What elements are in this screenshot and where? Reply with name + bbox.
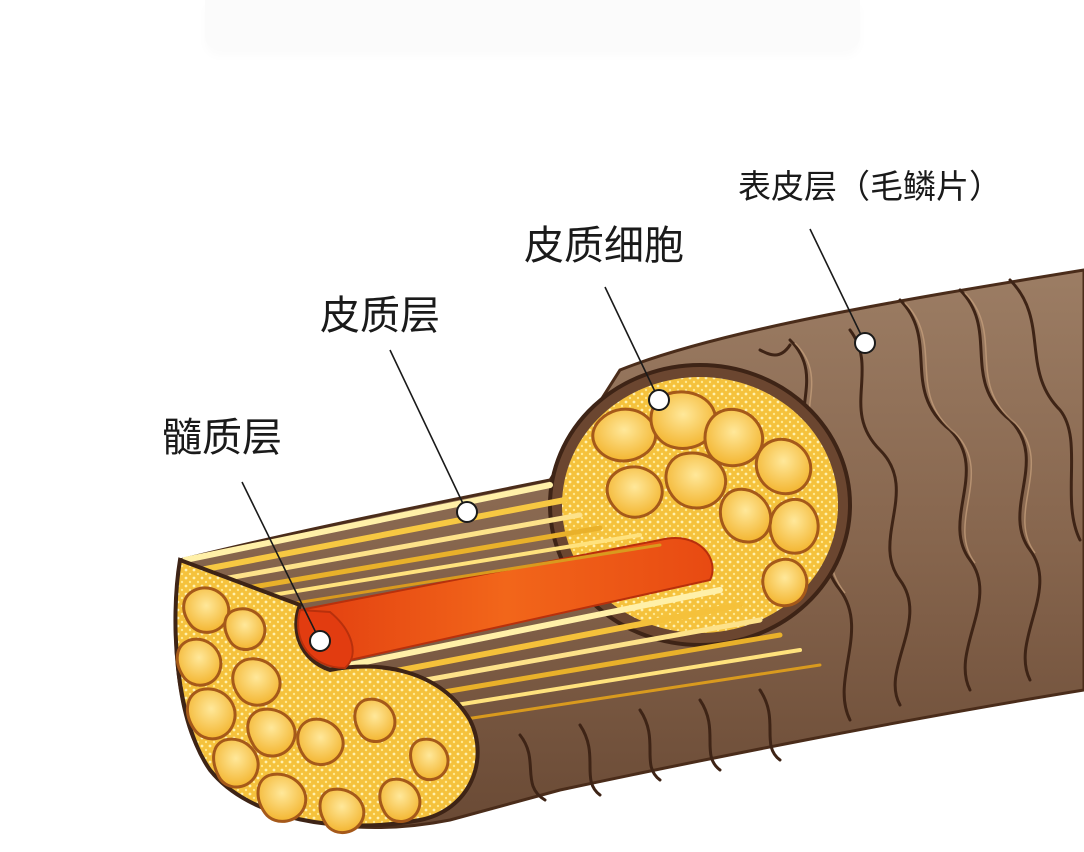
label-cuticle: 表皮层（毛鳞片） (738, 167, 1002, 206)
pointer-dots (309, 332, 876, 652)
label-medulla: 髓质层 (162, 415, 282, 461)
cortical-cells-back (591, 390, 820, 608)
cortex-fibers-lower (347, 587, 822, 728)
pointer-line-medulla (241, 481, 321, 642)
cortical-cells-front (175, 586, 450, 834)
cuticle-scale-lines (518, 278, 1082, 802)
label-cortical-cell: 皮质细胞 (524, 223, 684, 269)
label-cortex: 皮质层 (320, 293, 440, 339)
pointer-dot-cuticle (854, 332, 876, 354)
pointer-line-cuticle (809, 228, 866, 344)
cortex-fibers-upper (182, 482, 662, 617)
pointer-line-cortex (389, 349, 468, 513)
top-bar (205, 0, 860, 50)
pointer-line-cortical-cell (604, 286, 660, 401)
pointer-dot-medulla (309, 630, 331, 652)
pointer-lines (241, 228, 866, 642)
pointer-dot-cortical-cell (648, 389, 670, 411)
pointer-dot-cortex (456, 501, 478, 523)
